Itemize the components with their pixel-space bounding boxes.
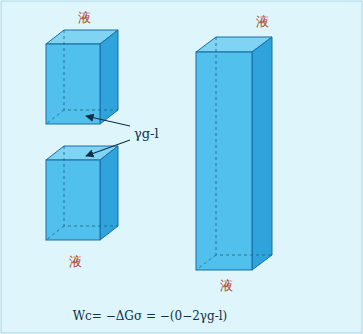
interface-tension-label: γg-l: [134, 126, 159, 141]
liquid-label: 液: [78, 9, 91, 27]
formula: Wc= −ΔGσ = −(0−2γg-l): [73, 309, 228, 323]
leader-arrow: [86, 140, 130, 156]
leader-arrow: [86, 116, 130, 126]
liquid-column-upper: [46, 30, 118, 124]
liquid-label: 液: [256, 13, 269, 31]
liquid-column-lower: [46, 146, 118, 240]
liquid-label: 液: [220, 277, 233, 295]
liquid-column-whole: [196, 37, 272, 270]
liquid-label: 液: [69, 253, 82, 271]
